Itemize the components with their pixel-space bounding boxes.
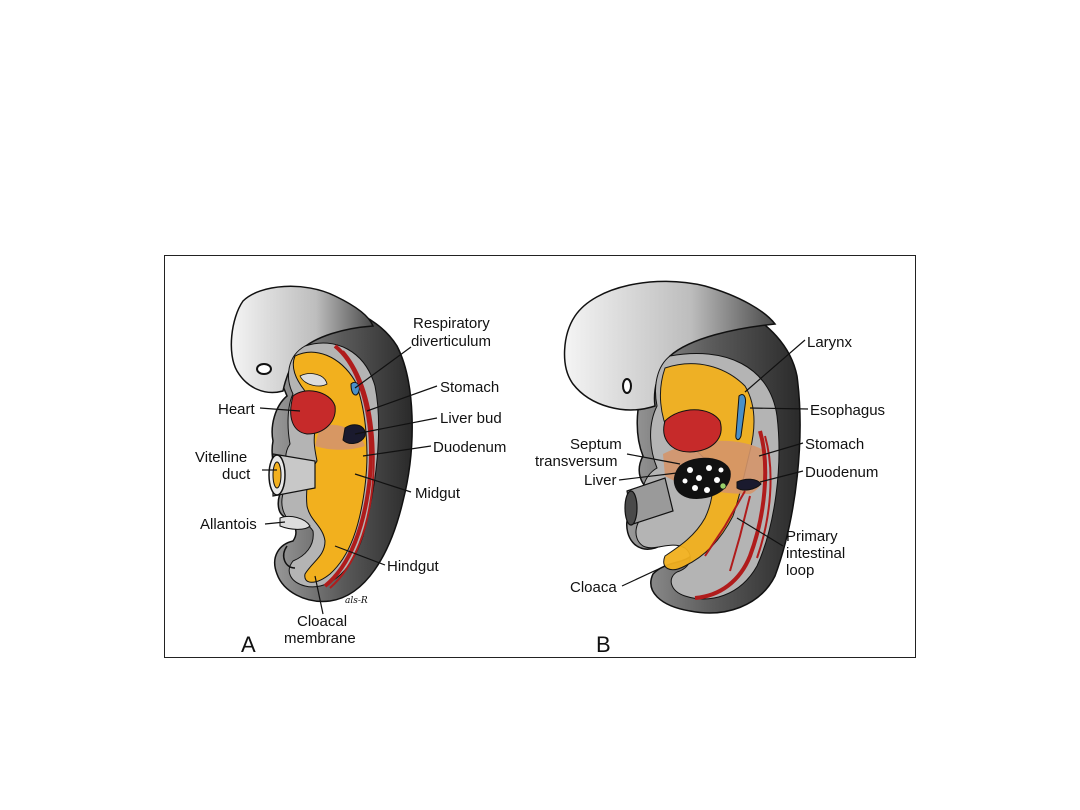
panel-a-letter: A (241, 632, 256, 657)
liver-b (673, 457, 731, 499)
label-vitelline-duct-2: duct (222, 466, 251, 483)
esophagus-b (735, 393, 746, 441)
liver-bud-a (342, 424, 366, 444)
label-hindgut-a: Hindgut (387, 558, 440, 575)
panel-b-letter: B (596, 632, 611, 657)
label-septum-transversum-2: transversum (535, 453, 618, 470)
label-liver-b: Liver (584, 472, 617, 489)
respiratory-a (350, 381, 360, 396)
eye-a-icon (256, 363, 272, 375)
figure-frame: Respiratory diverticulum Stomach Heart L… (164, 255, 916, 658)
label-allantois-a: Allantois (200, 516, 257, 533)
label-duodenum-a: Duodenum (433, 439, 506, 456)
eye-b-icon (622, 378, 632, 394)
duodenum-b (736, 478, 762, 491)
label-primary-intestinal-loop-3: loop (786, 562, 814, 579)
leader-lines (259, 339, 809, 615)
label-septum-transversum-1: Septum (570, 436, 622, 453)
label-primary-intestinal-loop-2: intestinal (786, 545, 845, 562)
label-cloacal-membrane-1: Cloacal (297, 613, 347, 630)
label-liver-bud-a: Liver bud (440, 410, 502, 427)
label-respiratory-diverticulum-1: Respiratory (413, 315, 490, 332)
label-cloaca-b: Cloaca (570, 579, 617, 596)
artist-signature: als-R (345, 596, 368, 606)
vessel-b (694, 430, 768, 600)
label-larynx-b: Larynx (807, 334, 853, 351)
embryo-diagram: Respiratory diverticulum Stomach Heart L… (195, 280, 885, 657)
label-cloacal-membrane-2: membrane (284, 630, 356, 647)
label-stomach-a: Stomach (440, 379, 499, 396)
label-stomach-b: Stomach (805, 436, 864, 453)
panel-a-embryo (230, 285, 413, 603)
label-respiratory-diverticulum-2: diverticulum (411, 333, 491, 350)
heart-b (663, 409, 722, 453)
panel-b-embryo (563, 280, 801, 614)
label-vitelline-duct-1: Vitelline (195, 449, 247, 466)
label-duodenum-b: Duodenum (805, 464, 878, 481)
label-midgut-a: Midgut (415, 485, 461, 502)
heart-a (290, 390, 336, 435)
label-esophagus-b: Esophagus (810, 402, 885, 419)
label-heart-a: Heart (218, 401, 256, 418)
allantois-a (279, 515, 311, 530)
label-primary-intestinal-loop-1: Primary (786, 528, 838, 545)
vessel-a (323, 344, 373, 588)
embryo-b-head (563, 280, 777, 411)
